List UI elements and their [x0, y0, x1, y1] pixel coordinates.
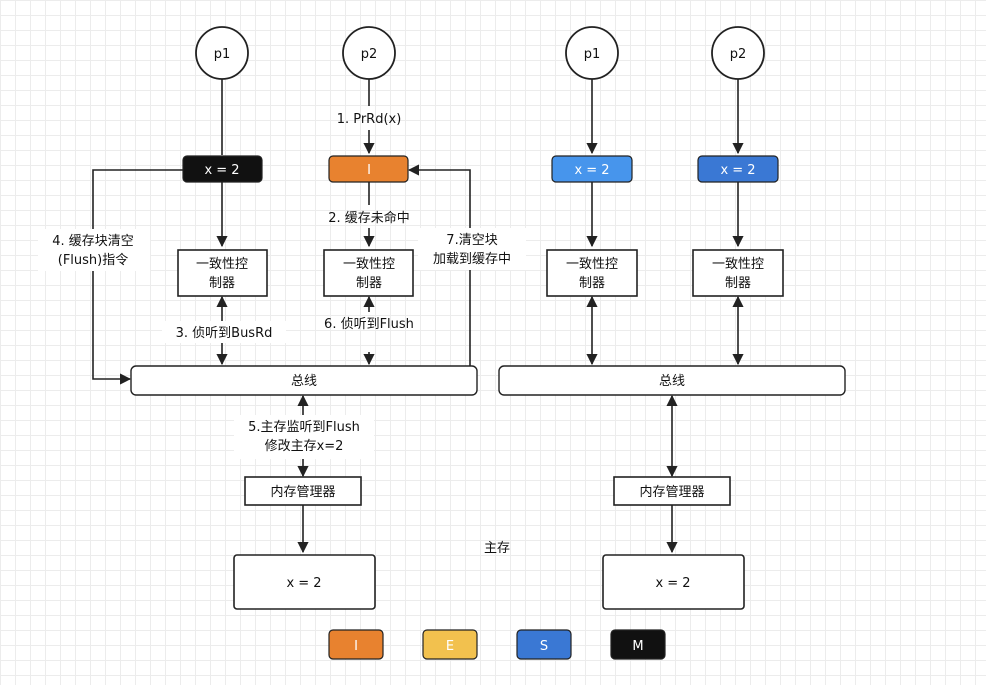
step-3-label: 3. 侦听到BusRd — [176, 326, 273, 341]
processor-p2-right: p2 — [711, 26, 765, 80]
coherence-controller-p2-left: 一致性控 制器 — [323, 249, 414, 297]
step-2-label: 2. 缓存未命中 — [328, 210, 410, 226]
cache-p1-left: x = 2 — [182, 155, 263, 183]
step-4-line2: (Flush)指令 — [58, 253, 129, 268]
processor-label: p2 — [730, 47, 747, 62]
processor-p1-right: p1 — [565, 26, 619, 80]
processor-label: p2 — [361, 47, 378, 62]
step-7-line2: 加载到缓存中 — [433, 252, 511, 267]
bus-label: 总线 — [291, 374, 317, 389]
legend-shared: S — [516, 629, 572, 660]
edge-load-path — [407, 164, 471, 366]
memory-manager-label: 内存管理器 — [270, 484, 335, 500]
legend: I E S M — [328, 629, 666, 660]
legend-invalid: I — [328, 629, 384, 660]
memory-manager-left: 内存管理器 — [244, 476, 362, 506]
processor-label: p1 — [214, 47, 231, 62]
bus-left: 总线 — [130, 365, 478, 396]
cache-value: x = 2 — [204, 163, 239, 178]
cache-p2-left: I — [328, 155, 409, 183]
controller-line2: 制器 — [209, 276, 235, 291]
cache-value: x = 2 — [720, 163, 755, 178]
controller-line2: 制器 — [356, 276, 382, 291]
cache-value: x = 2 — [574, 163, 609, 178]
legend-label: M — [632, 639, 643, 654]
cache-p1-right: x = 2 — [551, 155, 633, 183]
main-memory-left: x = 2 — [233, 554, 376, 610]
bus-label: 总线 — [659, 374, 685, 389]
coherence-controller-p1-left: 一致性控 制器 — [177, 249, 268, 297]
step-4-bg — [38, 229, 150, 271]
step-7-bg — [418, 228, 526, 270]
controller-line1: 一致性控 — [343, 257, 395, 272]
main-memory-caption: 主存 — [484, 541, 510, 556]
processor-p2-left: p2 — [342, 26, 396, 80]
memory-value: x = 2 — [655, 576, 690, 591]
memory-value: x = 2 — [286, 576, 321, 591]
controller-line1: 一致性控 — [566, 257, 618, 272]
coherence-controller-p1-right: 一致性控 制器 — [546, 249, 638, 297]
main-memory-right: x = 2 — [602, 554, 745, 610]
legend-label: S — [540, 639, 548, 654]
bus-right: 总线 — [498, 365, 846, 396]
legend-label: I — [354, 639, 358, 654]
step-5-line1: 5.主存监听到Flush — [248, 420, 360, 435]
controller-line2: 制器 — [579, 276, 605, 291]
step-5-bg — [234, 415, 374, 459]
memory-manager-label: 内存管理器 — [639, 484, 704, 500]
step-7-line1: 7.清空块 — [446, 233, 497, 248]
processor-label: p1 — [584, 47, 601, 62]
controller-line1: 一致性控 — [712, 257, 764, 272]
legend-modified: M — [610, 629, 666, 660]
controller-line1: 一致性控 — [196, 257, 248, 272]
coherence-controller-p2-right: 一致性控 制器 — [692, 249, 784, 297]
step-4-line1: 4. 缓存块清空 — [52, 234, 134, 249]
cache-state: I — [367, 163, 371, 178]
controller-line2: 制器 — [725, 276, 751, 291]
step-1-label: 1. PrRd(x) — [337, 112, 402, 127]
step-3-bg — [162, 321, 286, 343]
memory-manager-right: 内存管理器 — [613, 476, 731, 506]
legend-exclusive: E — [422, 629, 478, 660]
step-6-label: 6. 侦听到Flush — [324, 317, 414, 332]
edge-flush-path — [92, 169, 183, 385]
step-5-line2: 修改主存x=2 — [265, 439, 344, 454]
cache-p2-right: x = 2 — [697, 155, 779, 183]
legend-label: E — [446, 639, 454, 654]
processor-p1-left: p1 — [195, 26, 249, 80]
